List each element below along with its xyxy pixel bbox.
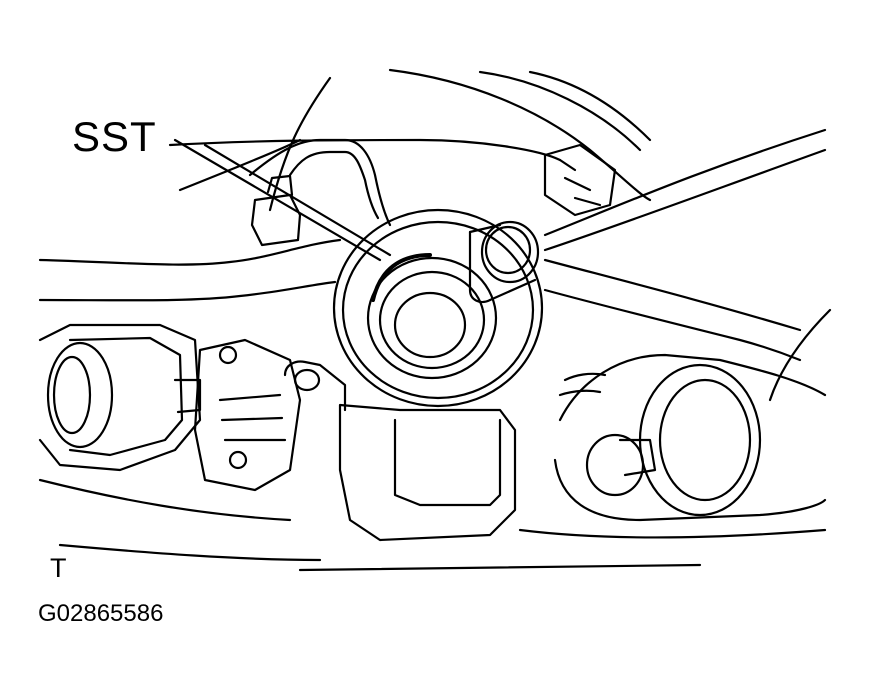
right-bushing [640,365,760,515]
left-housing-detail [175,380,200,412]
sst-shaft-end-face [486,227,530,273]
support-bolt [295,370,319,390]
figure-id: G02865586 [38,600,164,627]
bolt-left-lower [230,452,246,468]
sst-outer-ring [334,210,542,406]
right-arm-outer [560,355,825,420]
sst-leader-1 [175,140,380,260]
sst-shaft-end [482,222,538,282]
outline-top-arc-3 [530,72,650,140]
right-connector-detail [560,160,600,205]
sst-ring-bore-inner [380,272,484,368]
left-housing-bore-inner [54,357,90,433]
outline-top-arc-left [270,78,330,210]
lever-upper [545,130,825,235]
right-arm-rib [560,374,605,395]
right-arm-lower [555,460,825,520]
sst-hub [395,293,465,357]
left-housing-inner [70,338,182,455]
frame-line-right [545,260,800,330]
sst-ring-bore [368,258,496,378]
left-housing-outer [40,325,200,470]
sst-shaft-side [470,232,490,302]
corner-mark: T [50,553,67,583]
outline-top-arc-1 [390,70,650,200]
sst-bore-shadow [373,255,430,300]
sst-shaft-bottom [490,280,535,300]
right-connector [545,145,615,215]
outline-left-diag [180,140,300,190]
sst-outer-ring-inner [343,222,533,398]
frame-line-right-2 [545,290,800,360]
left-housing-bore [48,343,112,447]
bolt-left-upper [220,347,236,363]
frame-line-middle [40,282,335,300]
ground-line-right [520,530,825,538]
frame-line-upper [40,240,340,265]
right-bushing-inner [660,380,750,500]
support-block-inner [395,420,500,505]
outline-hose-2 [290,152,378,218]
mount-bracket-left [195,340,300,490]
outline-upper-band [170,140,560,160]
connector-body [252,195,300,245]
ground-line-left-2 [60,545,320,560]
sst-leader-2 [205,145,390,255]
outline-top-arc-2 [480,72,640,150]
right-bolt-shank [620,440,655,475]
connector-top [268,176,292,195]
support-block-lug [285,362,345,410]
ground-line-left [40,480,290,520]
right-bushing-core [587,435,643,495]
sst-callout-label: SST [72,113,157,160]
ground-line-bottom [300,565,700,570]
mount-bracket-detail [220,395,285,440]
lever-lower [545,150,825,250]
right-edge-curve [770,310,830,400]
outline-hose-1 [250,140,390,225]
support-block [340,405,515,540]
